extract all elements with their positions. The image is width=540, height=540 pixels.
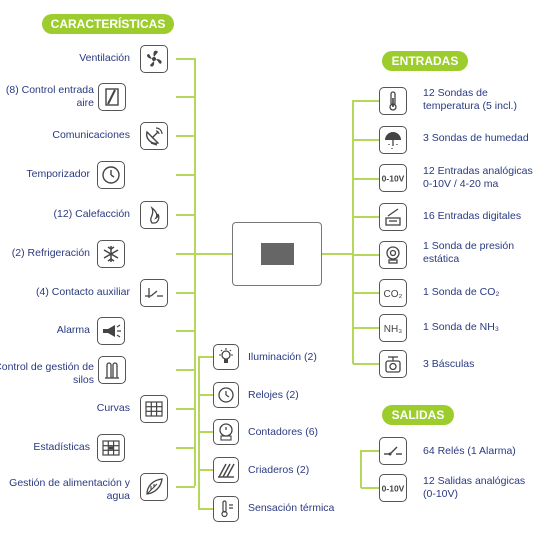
caracteristica-label-estadisticas: Estadísticas — [33, 441, 90, 453]
inner-label-criaderos: Criaderos (2) — [248, 464, 310, 476]
inner-trunk-line — [198, 356, 200, 510]
right-trunk-line — [352, 100, 354, 364]
device-to-right-line — [321, 253, 353, 255]
connector — [353, 216, 379, 218]
entrada-label-digitales: 16 Entradas digitales — [423, 210, 522, 222]
caracteristica-label-control-entrada-aire: (8) Control entrada aire — [5, 84, 94, 109]
connector — [361, 450, 379, 452]
nh3-icon-text: NH₃ — [384, 324, 403, 335]
salida-label-reles: 64 Relés (1 Alarma) — [423, 445, 516, 457]
left-to-device-line — [195, 253, 233, 255]
thermal-sensation-icon — [213, 496, 239, 522]
connector — [176, 253, 195, 255]
statistics-icon — [97, 434, 125, 462]
connector — [176, 58, 195, 60]
connector — [199, 356, 213, 358]
connector — [353, 139, 379, 141]
digital-input-icon — [379, 203, 407, 231]
hatchery-icon — [213, 457, 239, 483]
connector — [176, 486, 195, 488]
caracteristica-label-refrigeracion: (2) Refrigeración — [11, 247, 90, 259]
controller-screen — [261, 243, 294, 265]
analog-icon-text: 0-10V — [382, 174, 405, 184]
connector — [176, 174, 195, 176]
connector — [199, 394, 213, 396]
connector — [176, 96, 195, 98]
feed-water-icon — [140, 473, 168, 501]
caracteristica-label-calefaccion: (12) Calefacción — [53, 208, 130, 220]
entrada-label-basculas: 3 Básculas — [423, 358, 475, 370]
co2-icon-text: CO₂ — [384, 289, 403, 300]
silo-icon — [98, 356, 126, 384]
snowflake-icon — [97, 240, 125, 268]
humidity-icon — [379, 126, 407, 154]
connector — [353, 254, 379, 256]
clock-icon — [213, 382, 239, 408]
pressure-icon — [379, 241, 407, 269]
grid-curves-icon — [140, 395, 168, 423]
fan-icon — [140, 45, 168, 73]
connector — [353, 100, 379, 102]
caracteristica-label-alarma: Alarma — [56, 324, 90, 336]
nh3-icon: NH₃ — [379, 314, 407, 342]
caracteristica-label-ventilacion: Ventilación — [79, 52, 130, 64]
caracteristica-label-silos: Control de gestión de silos — [0, 361, 94, 386]
entrada-label-analogicas: 12 Entradas analógicas 0-10V / 4-20 ma — [423, 165, 533, 190]
connector — [176, 292, 195, 294]
entrada-label-nh3: 1 Sonda de NH₃ — [423, 321, 500, 333]
inner-label-iluminacion: Iluminación (2) — [248, 351, 317, 363]
analog-output-icon: 0-10V — [379, 474, 407, 502]
caracteristica-label-curvas: Curvas — [96, 402, 130, 414]
caracteristica-label-comunicaciones: Comunicaciones — [52, 129, 130, 141]
scale-icon — [379, 350, 407, 378]
entrada-label-humedad: 3 Sondas de humedad — [423, 132, 529, 144]
connector — [353, 327, 379, 329]
connector — [199, 431, 213, 433]
caracteristicas-title: CARACTERÍSTICAS — [42, 14, 174, 34]
air-inlet-icon — [98, 83, 126, 111]
heating-icon — [140, 201, 168, 229]
alarm-horn-icon — [97, 317, 125, 345]
relay-icon — [379, 437, 407, 465]
connector — [199, 508, 213, 510]
connector — [176, 214, 195, 216]
connector — [353, 363, 379, 365]
connector — [176, 330, 195, 332]
connector — [176, 135, 195, 137]
entrada-label-co2: 1 Sonda de CO₂ — [423, 286, 500, 298]
inner-label-relojes: Relojes (2) — [248, 389, 299, 401]
satellite-dish-icon — [140, 122, 168, 150]
salida-label-analogicas: 12 Salidas analógicas (0-10V) — [423, 475, 526, 500]
controller-device — [232, 222, 322, 286]
caracteristica-label-temporizador: Temporizador — [26, 168, 90, 180]
connector — [353, 178, 379, 180]
analog-output-icon-text: 0-10V — [382, 484, 405, 494]
connector — [353, 292, 379, 294]
left-trunk-line — [194, 58, 196, 486]
salidas-title: SALIDAS — [382, 405, 454, 425]
caracteristica-label-alimentacion-agua: Gestión de alimentación y agua — [9, 477, 130, 502]
connector — [176, 447, 195, 449]
auxiliary-contact-icon — [140, 279, 168, 307]
timer-icon — [97, 161, 125, 189]
connector — [176, 408, 195, 410]
caracteristica-label-contacto-auxiliar: (4) Contacto auxiliar — [36, 286, 130, 298]
connector — [199, 469, 213, 471]
entrada-label-presion: 1 Sonda de presión estática — [423, 240, 515, 265]
entradas-title: ENTRADAS — [382, 51, 468, 71]
analog-0-10v-icon: 0-10V — [379, 164, 407, 192]
connector — [176, 369, 195, 371]
lightbulb-icon — [213, 344, 239, 370]
connector — [361, 487, 379, 489]
co2-icon: CO₂ — [379, 279, 407, 307]
inner-label-contadores: Contadores (6) — [248, 426, 319, 438]
inner-label-sensacion-termica: Sensación térmica — [248, 502, 335, 514]
counter-icon — [213, 419, 239, 445]
outputs-trunk-line — [360, 450, 362, 488]
thermometer-icon — [379, 87, 407, 115]
entrada-label-temperatura: 12 Sondas de temperatura (5 incl.) — [423, 87, 517, 112]
